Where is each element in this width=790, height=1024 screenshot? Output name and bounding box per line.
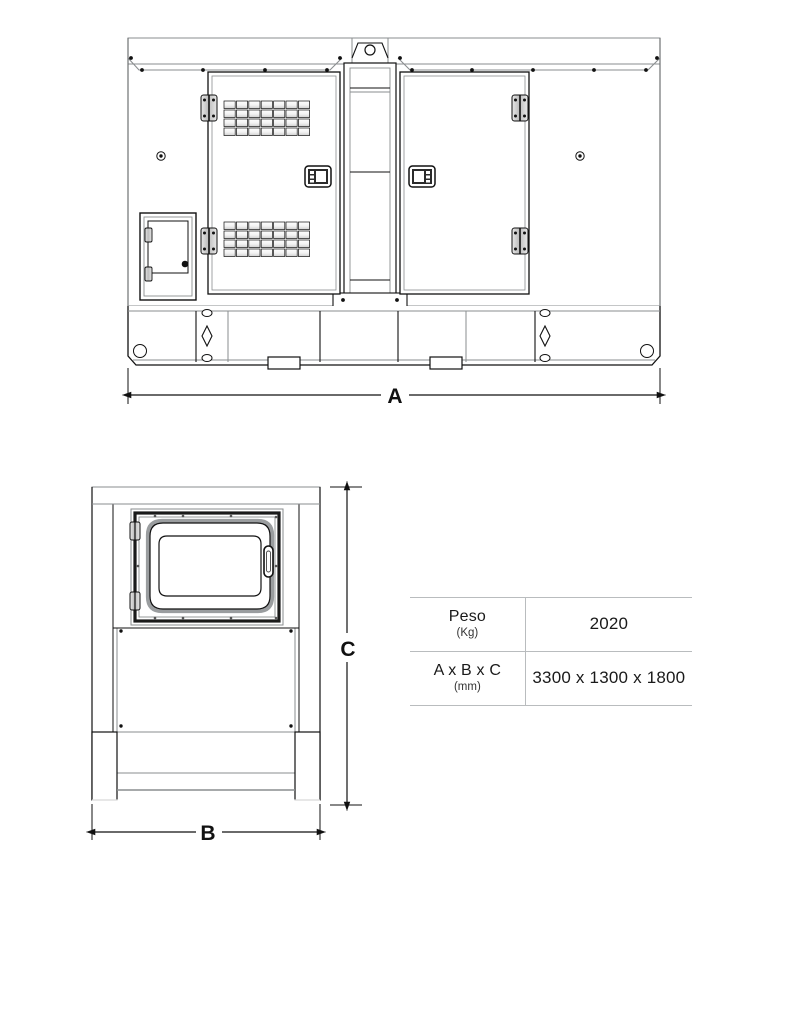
spec-value-dimensions-text: 3300 x 1300 x 1800 <box>532 668 686 687</box>
mounting-pad <box>429 356 463 370</box>
body-fastener-icon <box>575 151 585 161</box>
door-hinge-icon <box>200 94 218 122</box>
right-service-door[interactable] <box>399 71 530 295</box>
spec-label-weight: Peso (Kg) <box>410 597 526 652</box>
left-leg <box>91 731 118 801</box>
front-base-legs <box>91 731 321 801</box>
spec-label-dimensions-unit: (mm) <box>453 681 481 693</box>
lifting-eye-icon <box>539 309 551 362</box>
lower-louver-grille <box>223 221 310 257</box>
door-handle-icon[interactable] <box>263 545 274 578</box>
door-hinge-icon <box>200 227 218 255</box>
spec-value-weight: 2020 <box>525 597 692 652</box>
lifting-eye-icon <box>201 309 213 362</box>
mounting-pad <box>267 356 301 370</box>
door-hinge-icon <box>129 591 141 611</box>
front-elevation-view: B C <box>86 481 362 845</box>
front-roof-cap <box>91 486 321 505</box>
side-elevation-view: A <box>122 37 666 408</box>
panel-latch-icon <box>181 260 189 268</box>
door-hinge-icon <box>144 227 153 243</box>
center-exhaust-column <box>332 37 408 314</box>
spec-label-weight-text: Peso <box>448 608 487 625</box>
front-lower-panel <box>113 627 299 774</box>
door-hinge-icon <box>511 227 529 255</box>
door-hinge-icon <box>144 266 153 282</box>
left-access-panel-door[interactable] <box>139 212 197 301</box>
table-row: A x B x C (mm) 3300 x 1300 x 1800 <box>410 651 692 706</box>
table-row: Peso (Kg) 2020 <box>410 597 692 652</box>
door-hinge-icon <box>511 94 529 122</box>
dimension-label-b: B <box>200 822 215 845</box>
spec-label-dimensions: A x B x C (mm) <box>410 651 526 706</box>
base-skid-frame <box>127 306 661 370</box>
control-panel-icon[interactable] <box>304 165 332 188</box>
spec-value-dimensions: 3300 x 1300 x 1800 <box>525 651 692 706</box>
right-leg <box>294 731 321 801</box>
spec-label-weight-unit: (Kg) <box>456 627 479 639</box>
specification-table: Peso (Kg) 2020 A x B x C (mm) 3300 x 130… <box>410 597 692 706</box>
control-panel-icon[interactable] <box>408 165 436 188</box>
upper-louver-grille <box>223 100 311 137</box>
spec-value-weight-text: 2020 <box>589 614 629 633</box>
spec-label-dimensions-text: A x B x C <box>433 662 502 679</box>
body-fastener-icon <box>156 151 166 161</box>
door-hinge-icon <box>129 521 141 541</box>
dimension-label-a: A <box>387 385 402 408</box>
dimension-label-c: C <box>340 638 355 661</box>
front-upper-door[interactable] <box>129 508 284 626</box>
left-service-door[interactable] <box>200 71 341 295</box>
